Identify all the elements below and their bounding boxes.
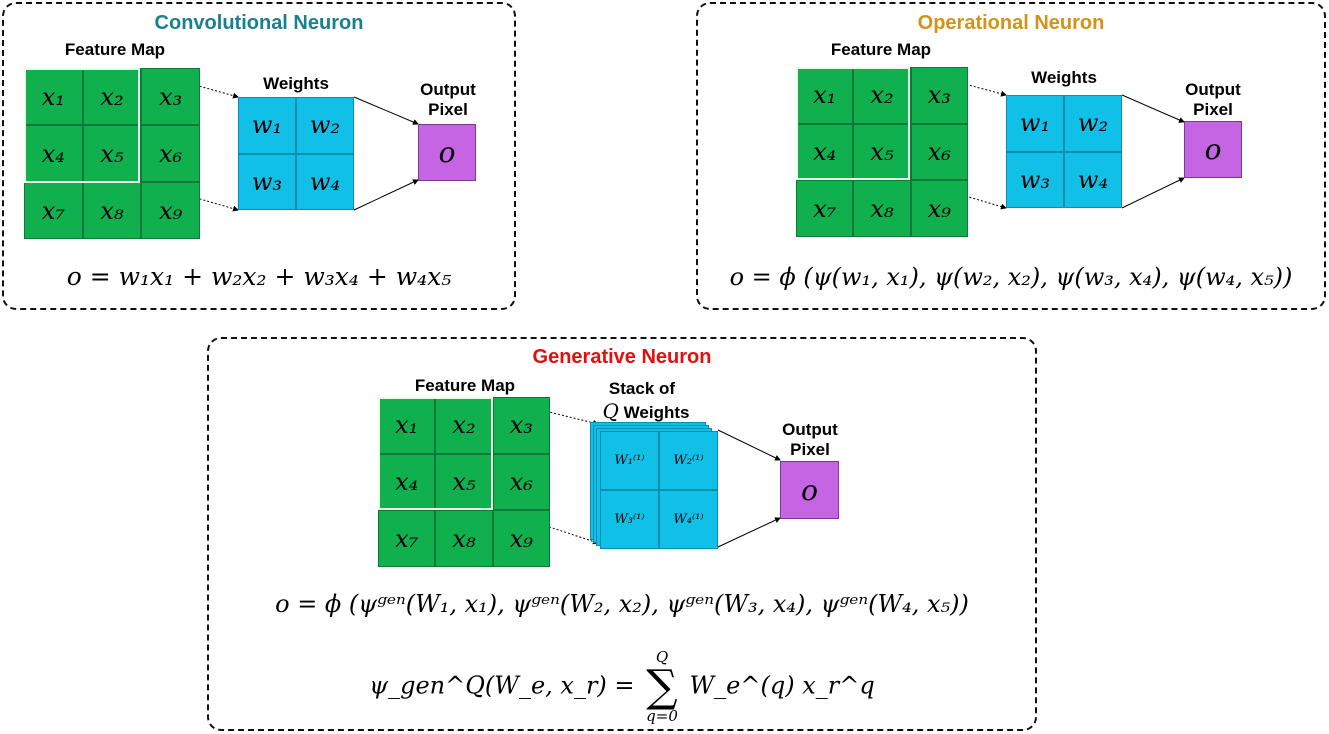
oper-feature-map: x₁ x₂ x₃ x₄ x₅ x₆ x₇ x₈ x₉ — [796, 67, 968, 237]
feature-cell: x₈ — [82, 182, 142, 239]
gen-formula-main: o = ϕ (ψᵍᵉⁿ(W₁, x₁), ψᵍᵉⁿ(W₂, x₂), ψᵍᵉⁿ(… — [275, 590, 969, 618]
gen-formula-psi-rhs: W_e^(q) x_r^q — [689, 671, 875, 700]
oper-output-pixel: o — [1184, 121, 1242, 178]
conv-feature-map: x₁ x₂ x₃ x₄ x₅ x₆ x₇ x₈ x₉ — [24, 68, 200, 239]
gen-stack-label-2: Q Weights — [586, 401, 706, 423]
weight-cell: W₃⁽¹⁾ — [600, 490, 659, 549]
conv-output-label: Output Pixel — [420, 80, 476, 119]
summation-symbol: Q ∑ q=0 — [646, 648, 678, 725]
feature-cell: x₂ — [853, 67, 911, 124]
gen-formula-psi: ψ_gen^Q(W_e, x_r) = Q ∑ q=0 W_e^(q) x_r^… — [207, 650, 1037, 724]
conv-formula: o = w₁x₁ + w₂x₂ + w₃x₄ + w₄x₅ — [66, 262, 452, 291]
feature-cell: x₃ — [141, 68, 200, 125]
sum-upper-limit: Q — [655, 648, 669, 666]
conv-weights-grid: w₁ w₂ w₃ w₄ — [238, 97, 354, 210]
gen-stack-q: Q — [602, 399, 619, 423]
weight-cell: W₂⁽¹⁾ — [659, 431, 718, 490]
weight-cell: w₃ — [238, 153, 296, 210]
feature-cell: x₁ — [796, 67, 854, 124]
oper-weights-label: Weights — [1031, 68, 1097, 87]
feature-cell: x₅ — [853, 123, 911, 181]
feature-cell: x₈ — [853, 180, 911, 237]
gen-title: Generative Neuron — [532, 346, 712, 368]
conv-weights-label: Weights — [263, 74, 329, 93]
convolutional-neuron-panel — [2, 2, 516, 310]
feature-cell: x₆ — [141, 125, 200, 182]
feature-cell: x₉ — [492, 510, 550, 567]
gen-stack-weights: Weights — [623, 403, 690, 422]
weight-cell: w₂ — [1064, 95, 1122, 152]
sum-lower-limit: q=0 — [646, 707, 678, 725]
weight-cell: w₂ — [296, 97, 354, 154]
feature-cell: x₆ — [492, 453, 550, 511]
feature-cell: x₃ — [910, 67, 968, 124]
operational-neuron-panel — [696, 2, 1326, 310]
feature-cell: x₁ — [378, 397, 436, 454]
feature-cell: x₈ — [435, 510, 493, 567]
feature-cell: x₄ — [378, 453, 436, 511]
weight-cell: w₁ — [238, 97, 296, 154]
feature-cell: x₅ — [435, 453, 493, 511]
weight-cell: w₄ — [296, 153, 354, 210]
feature-cell: x₇ — [378, 510, 436, 567]
oper-weights-grid: w₁ w₂ w₃ w₄ — [1006, 95, 1122, 208]
feature-cell: x₃ — [492, 397, 550, 454]
conv-output-pixel: o — [418, 124, 476, 181]
feature-cell: x₇ — [24, 182, 83, 239]
oper-feature-map-label: Feature Map — [830, 40, 932, 59]
feature-cell: x₉ — [141, 182, 200, 239]
gen-feature-map: x₁ x₂ x₃ x₄ x₅ x₆ x₇ x₈ x₉ — [378, 397, 550, 567]
conv-feature-map-label: Feature Map — [64, 40, 166, 59]
oper-title: Operational Neuron — [917, 12, 1105, 34]
feature-cell: x₁ — [24, 68, 83, 125]
feature-cell: x₉ — [910, 180, 968, 237]
gen-formula-psi-lhs: ψ_gen^Q(W_e, x_r) = — [369, 671, 635, 700]
feature-cell: x₂ — [82, 68, 142, 125]
gen-stack-label-1: Stack of — [608, 379, 676, 398]
gen-feature-map-label: Feature Map — [414, 376, 516, 395]
weight-cell: w₁ — [1006, 95, 1064, 152]
oper-output-label: Output Pixel — [1185, 80, 1241, 119]
weight-cell: W₄⁽¹⁾ — [659, 490, 718, 549]
feature-cell: x₆ — [910, 123, 968, 181]
feature-cell: x₇ — [796, 180, 854, 237]
feature-cell: x₄ — [24, 125, 83, 182]
gen-output-label: Output Pixel — [782, 420, 838, 459]
gen-output-pixel: o — [780, 461, 839, 519]
feature-cell: x₅ — [82, 125, 142, 182]
weight-cell: w₃ — [1006, 151, 1064, 208]
gen-weights-grid: W₁⁽¹⁾ W₂⁽¹⁾ W₃⁽¹⁾ W₄⁽¹⁾ — [600, 431, 718, 549]
feature-cell: x₂ — [435, 397, 493, 454]
conv-title: Convolutional Neuron — [154, 12, 364, 34]
weight-cell: w₄ — [1064, 151, 1122, 208]
feature-cell: x₄ — [796, 123, 854, 181]
generative-neuron-panel — [207, 337, 1037, 731]
weight-cell: W₁⁽¹⁾ — [600, 431, 659, 490]
oper-formula: o = ϕ (ψ(w₁, x₁), ψ(w₂, x₂), ψ(w₃, x₄), … — [729, 263, 1293, 291]
